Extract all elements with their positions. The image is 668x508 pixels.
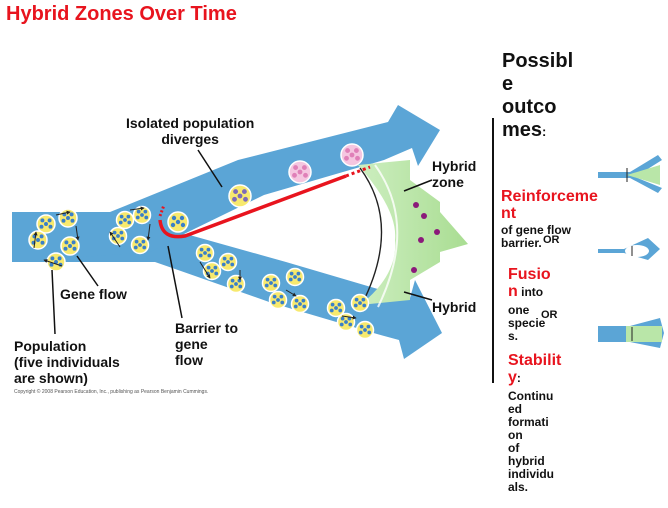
stability-thumbnail-icon xyxy=(598,318,664,348)
population-individual xyxy=(290,294,310,314)
population-individual xyxy=(355,320,375,340)
gene-flow-arrow xyxy=(109,231,121,248)
population-individual xyxy=(130,235,150,255)
outcomes-heading: Possibl e outco mes: xyxy=(502,50,574,141)
populations xyxy=(28,143,375,340)
fusion-title: Fusio n into xyxy=(508,266,551,300)
population-individual xyxy=(228,184,252,208)
barrier-line xyxy=(158,165,371,239)
isolated-population-label: Isolated population diverges xyxy=(126,115,255,147)
hybrid-population xyxy=(340,143,364,167)
fusion-thumbnail-icon xyxy=(598,238,660,260)
population-individual xyxy=(58,208,78,228)
gene-flow-arrow xyxy=(285,289,297,297)
population-individual xyxy=(285,267,305,287)
stability-title: Stabilit y: xyxy=(508,352,562,386)
hybrid-label: Hybrid xyxy=(432,299,477,315)
reinforcement-title: Reinforceme nt xyxy=(501,188,598,222)
hybrid-zone-label: Hybrid zone xyxy=(432,158,477,190)
gene-flow-arrow xyxy=(341,315,357,320)
population-individual xyxy=(350,293,370,313)
gene-flow-label: Gene flow xyxy=(60,286,127,302)
reinforcement-description: of gene flow barrier. xyxy=(501,223,571,250)
copyright-text: Copyright © 2008 Pearson Education, Inc.… xyxy=(14,389,209,395)
or-separator: OR xyxy=(543,234,560,246)
hybrid-individuals xyxy=(411,202,440,273)
population-individual xyxy=(28,230,48,250)
hybrid-zone xyxy=(358,160,468,308)
gene-flow-arrow xyxy=(33,231,38,249)
stability-description: Continu ed formati on of hybrid individu… xyxy=(508,389,554,494)
population-individual xyxy=(195,243,215,263)
population-individual xyxy=(36,214,56,234)
hybrid-population xyxy=(288,160,312,184)
population-individual xyxy=(226,274,246,294)
gene-flow-arrow xyxy=(129,206,145,211)
population-individual xyxy=(218,252,238,272)
population-individual xyxy=(108,226,128,246)
page-title: Hybrid Zones Over Time xyxy=(6,3,237,25)
leader-lines xyxy=(51,149,433,335)
reinforcement-thumbnail-icon xyxy=(598,155,662,193)
population-individual xyxy=(167,211,189,233)
gene-flow-arrow xyxy=(43,259,63,267)
gene-flow-arrow xyxy=(146,223,151,241)
population-individual xyxy=(336,312,356,332)
population-individual xyxy=(60,236,80,256)
outcomes-divider xyxy=(492,118,494,383)
gene-flow-arrow xyxy=(55,210,71,216)
population-individual xyxy=(326,298,346,318)
gene-flow-arrows xyxy=(33,206,357,320)
population-label: Population (five individuals are shown) xyxy=(14,338,120,386)
fusion-description: one specie s. xyxy=(508,303,546,343)
gene-flow-arrow xyxy=(199,261,211,279)
barrier-label: Barrier to gene flow xyxy=(175,320,239,368)
or-separator: OR xyxy=(541,309,558,321)
population-individual xyxy=(268,290,288,310)
population-individual xyxy=(261,273,281,293)
population-individual xyxy=(115,210,135,230)
gene-flow-arrow xyxy=(75,225,80,241)
population-individual xyxy=(132,205,152,225)
